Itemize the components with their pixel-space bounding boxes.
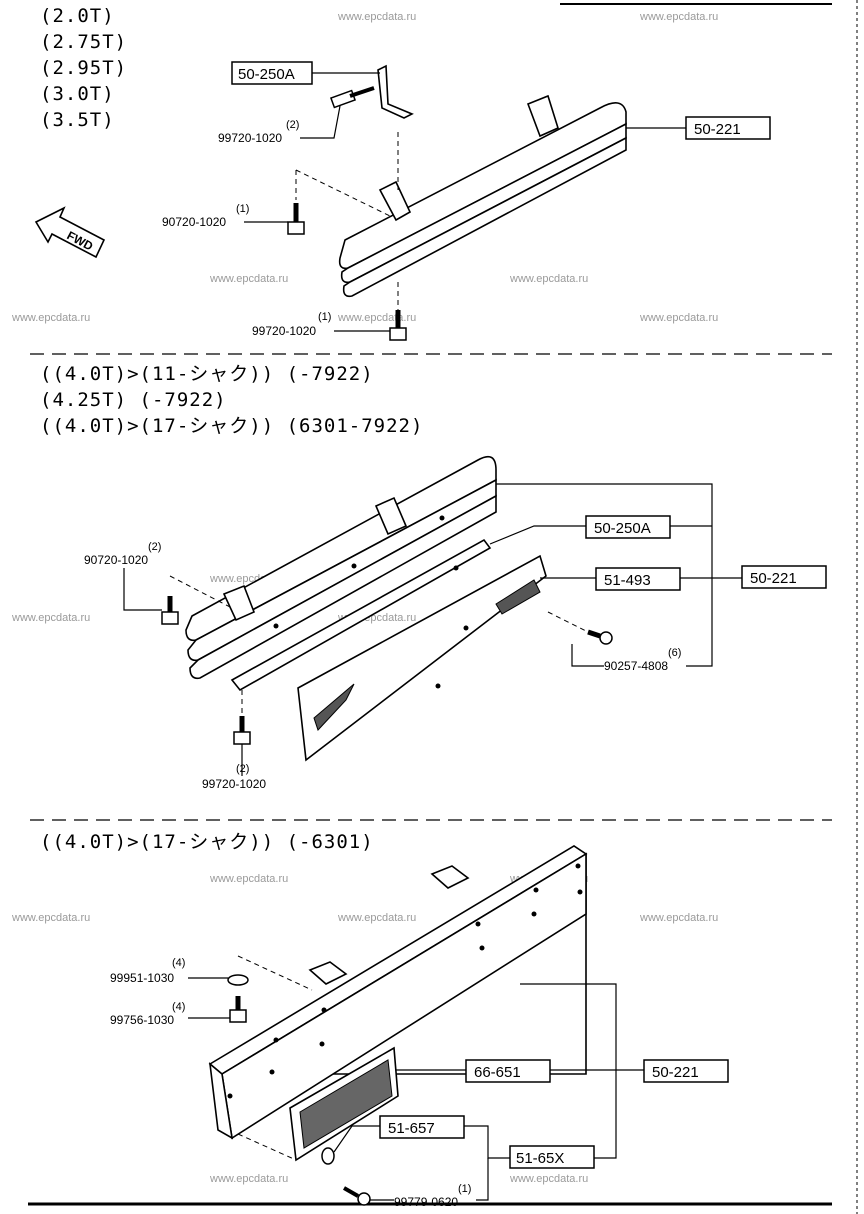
model-header-line: ((4.0T)>(17-シャク)) (6301-7922) (40, 415, 423, 437)
part-number: 90720-1020 (84, 553, 148, 567)
quantity: (4) (172, 957, 185, 969)
part-number: 90720-1020 (162, 215, 226, 229)
watermark: www.epcdata.ru (209, 1173, 288, 1185)
bracket-part (377, 64, 414, 119)
model-header-line: (4.25T) (-7922) (40, 389, 227, 411)
step-bar (185, 455, 497, 680)
quantity: (1) (318, 311, 331, 323)
step-plate (289, 1046, 399, 1162)
part-number: 50-221 (750, 570, 797, 587)
model-header-line: (3.5T) (40, 109, 115, 131)
watermark: www.epcdata.ru (639, 312, 718, 324)
quantity: (2) (236, 763, 249, 775)
quantity: (6) (668, 647, 681, 659)
watermark: www.epcdata.ru (209, 273, 288, 285)
section-3: ((4.0T)>(17-シャク)) (-6301) (40, 831, 729, 1209)
part-number: 99756-1030 (110, 1013, 174, 1027)
angle-strip (230, 538, 492, 692)
part-number: 99720-1020 (218, 131, 282, 145)
watermark: www.epcdata.ru (337, 912, 416, 924)
watermark: www.epcdata.ru (209, 873, 288, 885)
screw-icon (343, 1186, 371, 1206)
bolt-icon (329, 86, 375, 109)
part-number: 50-221 (694, 121, 741, 138)
callout-box (379, 1115, 465, 1139)
section-1: (2.0T) (2.75T) (2.95T) (3.0T) (3.5T) FWD (34, 5, 771, 341)
washer-icon (227, 974, 249, 986)
screw-icon (587, 629, 613, 645)
quantity: (2) (286, 119, 299, 131)
forward-arrow-icon: FWD (34, 206, 106, 259)
bolt-icon (233, 716, 251, 745)
bolt-icon (287, 203, 305, 235)
part-number: 99720-1020 (252, 324, 316, 338)
watermark: www.epcdata.ru (337, 11, 416, 23)
callout-box (509, 1145, 595, 1169)
bolt-icon (229, 996, 247, 1023)
model-header-line: (2.0T) (40, 5, 115, 27)
bolt-icon (389, 310, 407, 341)
watermark: www.epcdata.ru (11, 612, 90, 624)
part-number: 99779-0620 (394, 1195, 458, 1209)
watermark: www.epcdata.ru (639, 912, 718, 924)
part-number: 51-65X (516, 1150, 564, 1167)
watermark: www.epcdata.ru (11, 912, 90, 924)
watermark: www.epcdata.ru (509, 1173, 588, 1185)
watermark: www.epcdata.ru (337, 312, 416, 324)
watermark: www.epcdata.ru (509, 273, 588, 285)
quantity: (2) (148, 541, 161, 553)
part-number: 50-250A (238, 66, 295, 83)
part-number: 66-651 (474, 1064, 521, 1081)
model-header-line: ((4.0T)>(11-シャク)) (-7922) (40, 363, 374, 385)
step-bar (338, 94, 627, 298)
step-bar (208, 845, 588, 1140)
model-header-line: (3.0T) (40, 83, 115, 105)
part-number: 51-493 (604, 572, 651, 589)
part-number: 50-221 (652, 1064, 699, 1081)
model-header-line: (2.75T) (40, 31, 127, 53)
quantity: (1) (458, 1183, 471, 1195)
watermark: www.epcdata.ru (11, 312, 90, 324)
quantity: (1) (236, 203, 249, 215)
model-header-line: ((4.0T)>(17-シャク)) (-6301) (40, 831, 374, 853)
step-plate (297, 554, 547, 762)
part-number: 99951-1030 (110, 971, 174, 985)
callout-box (585, 515, 671, 539)
callout-box (643, 1059, 729, 1083)
callout-box (595, 567, 681, 591)
part-number: 90257-4808 (604, 659, 668, 673)
bolt-icon (161, 596, 179, 625)
callout-box (465, 1059, 551, 1083)
part-number: 51-657 (388, 1120, 435, 1137)
grommet-icon (321, 1147, 335, 1165)
quantity: (4) (172, 1001, 185, 1013)
part-number: 50-250A (594, 520, 651, 537)
model-header-line: (2.95T) (40, 57, 127, 79)
part-number: 99720-1020 (202, 777, 266, 791)
callout-box (741, 565, 827, 589)
section-2: ((4.0T)>(11-シャク)) (-7922) (4.25T) (-7922… (40, 363, 827, 791)
watermark: www.epcdata.ru (639, 11, 718, 23)
